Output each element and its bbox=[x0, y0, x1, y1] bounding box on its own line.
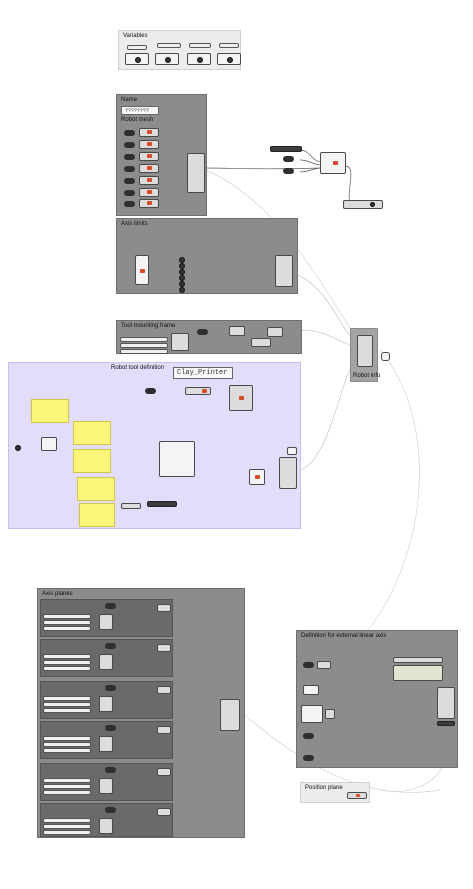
tool-value-param[interactable] bbox=[147, 501, 177, 507]
variables-group: Variables bbox=[118, 30, 241, 70]
linear-axis-toggle-1[interactable] bbox=[303, 733, 314, 739]
tool-input-dot[interactable] bbox=[15, 445, 21, 451]
robot-tool-definition-group: Robot tool definition Clay_Printer · bbox=[8, 362, 301, 529]
external-linear-axis-title: Definition for external linear axis bbox=[301, 633, 387, 639]
variable-slider-4[interactable] bbox=[219, 43, 239, 48]
axis-plane-block-1 bbox=[40, 599, 173, 637]
robot-info-title: Robot info bbox=[353, 373, 381, 379]
axis-limits-panel[interactable] bbox=[135, 255, 149, 285]
mount-transform-component[interactable] bbox=[229, 326, 245, 336]
variables-title: Variables bbox=[123, 33, 148, 39]
mount-output-component[interactable] bbox=[267, 327, 283, 337]
robot-mesh-group: Name ???????? Robot mesh bbox=[116, 94, 207, 216]
variable-component-3[interactable] bbox=[187, 53, 211, 65]
position-plane-group: Position plane bbox=[300, 782, 370, 803]
yellow-note-5[interactable] bbox=[79, 503, 115, 527]
mesh-merge-component[interactable] bbox=[187, 153, 205, 193]
linear-axis-output[interactable] bbox=[437, 721, 455, 726]
yellow-note-1[interactable] bbox=[31, 399, 69, 423]
linear-axis-toggle-2[interactable] bbox=[303, 755, 314, 761]
mount-plane-component[interactable] bbox=[171, 333, 189, 351]
tool-merge-component[interactable] bbox=[249, 469, 265, 485]
axis-planes-title: Axis planes bbox=[42, 591, 73, 597]
axis-plane-block-6 bbox=[40, 803, 173, 837]
axis-plane-block-5 bbox=[40, 763, 173, 801]
linear-axis-input-3[interactable] bbox=[301, 705, 323, 723]
axis-plane-block-2 bbox=[40, 639, 173, 677]
axis-plane-block-4 bbox=[40, 721, 173, 759]
variable-component-2[interactable] bbox=[155, 53, 179, 65]
linear-axis-input-3-param[interactable] bbox=[325, 709, 335, 719]
variable-component-1[interactable] bbox=[125, 53, 149, 65]
robot-construct-component[interactable] bbox=[320, 152, 346, 174]
linear-axis-name-param[interactable] bbox=[393, 657, 443, 663]
robot-info-output-icon[interactable] bbox=[381, 352, 390, 361]
mount-slider-2[interactable] bbox=[120, 343, 168, 348]
yellow-note-2[interactable] bbox=[73, 421, 111, 445]
tool-create-component[interactable] bbox=[229, 385, 253, 411]
linear-axis-input-2[interactable] bbox=[303, 685, 319, 695]
name-panel[interactable]: ???????? bbox=[121, 106, 159, 115]
robot-mesh-title: Robot mesh bbox=[121, 117, 154, 123]
name-title: Name bbox=[121, 97, 138, 103]
tool-param-small[interactable] bbox=[121, 503, 141, 509]
variable-slider-1[interactable] bbox=[127, 45, 147, 50]
variable-slider-3[interactable] bbox=[189, 43, 211, 48]
linear-axis-component[interactable] bbox=[437, 687, 455, 719]
external-linear-axis-group: Definition for external linear axis bbox=[296, 630, 458, 768]
yellow-note-4[interactable] bbox=[77, 477, 115, 501]
axis-planes-merge[interactable] bbox=[220, 699, 240, 731]
axis-planes-group: Axis planes bbox=[37, 588, 245, 838]
tool-definition-component[interactable]: · bbox=[159, 441, 195, 477]
position-plane-param[interactable] bbox=[347, 792, 367, 799]
tool-toggle[interactable] bbox=[145, 388, 156, 394]
tool-output-preview[interactable] bbox=[287, 447, 297, 455]
axis-limit-dots[interactable] bbox=[175, 257, 189, 293]
robot-toggle-2[interactable] bbox=[283, 168, 294, 174]
axis-limits-group: Axis limits bbox=[116, 218, 298, 294]
axis-limits-merge[interactable] bbox=[275, 255, 293, 287]
position-plane-title: Position plane bbox=[305, 785, 343, 791]
robot-output-param[interactable] bbox=[343, 200, 383, 209]
yellow-note-3[interactable] bbox=[73, 449, 111, 473]
tool-mounting-frame-group: Tool mounting frame bbox=[116, 320, 302, 354]
robot-toggle-1[interactable] bbox=[283, 156, 294, 162]
axis-plane-block-3 bbox=[40, 681, 173, 719]
mount-orient-component[interactable] bbox=[251, 338, 271, 347]
robot-name-param[interactable] bbox=[270, 146, 302, 152]
tool-deconstruct-component[interactable] bbox=[41, 437, 57, 451]
mount-slider-3[interactable] bbox=[120, 349, 168, 354]
tool-name-panel[interactable]: Clay_Printer bbox=[173, 367, 233, 379]
tool-mesh-param[interactable] bbox=[185, 387, 211, 395]
axis-limits-title: Axis limits bbox=[121, 221, 148, 227]
mount-slider-1[interactable] bbox=[120, 337, 168, 342]
tool-mounting-frame-title: Tool mounting frame bbox=[121, 323, 176, 329]
robot-info-group: Robot info bbox=[350, 328, 381, 382]
robot-tool-definition-title: Robot tool definition bbox=[111, 365, 165, 371]
tool-output-component[interactable] bbox=[279, 457, 297, 489]
linear-axis-note-panel[interactable] bbox=[393, 665, 443, 681]
robot-info-component[interactable] bbox=[357, 335, 373, 367]
variable-slider-2[interactable] bbox=[157, 43, 181, 48]
mount-toggle[interactable] bbox=[197, 329, 208, 335]
variable-component-4[interactable] bbox=[217, 53, 241, 65]
